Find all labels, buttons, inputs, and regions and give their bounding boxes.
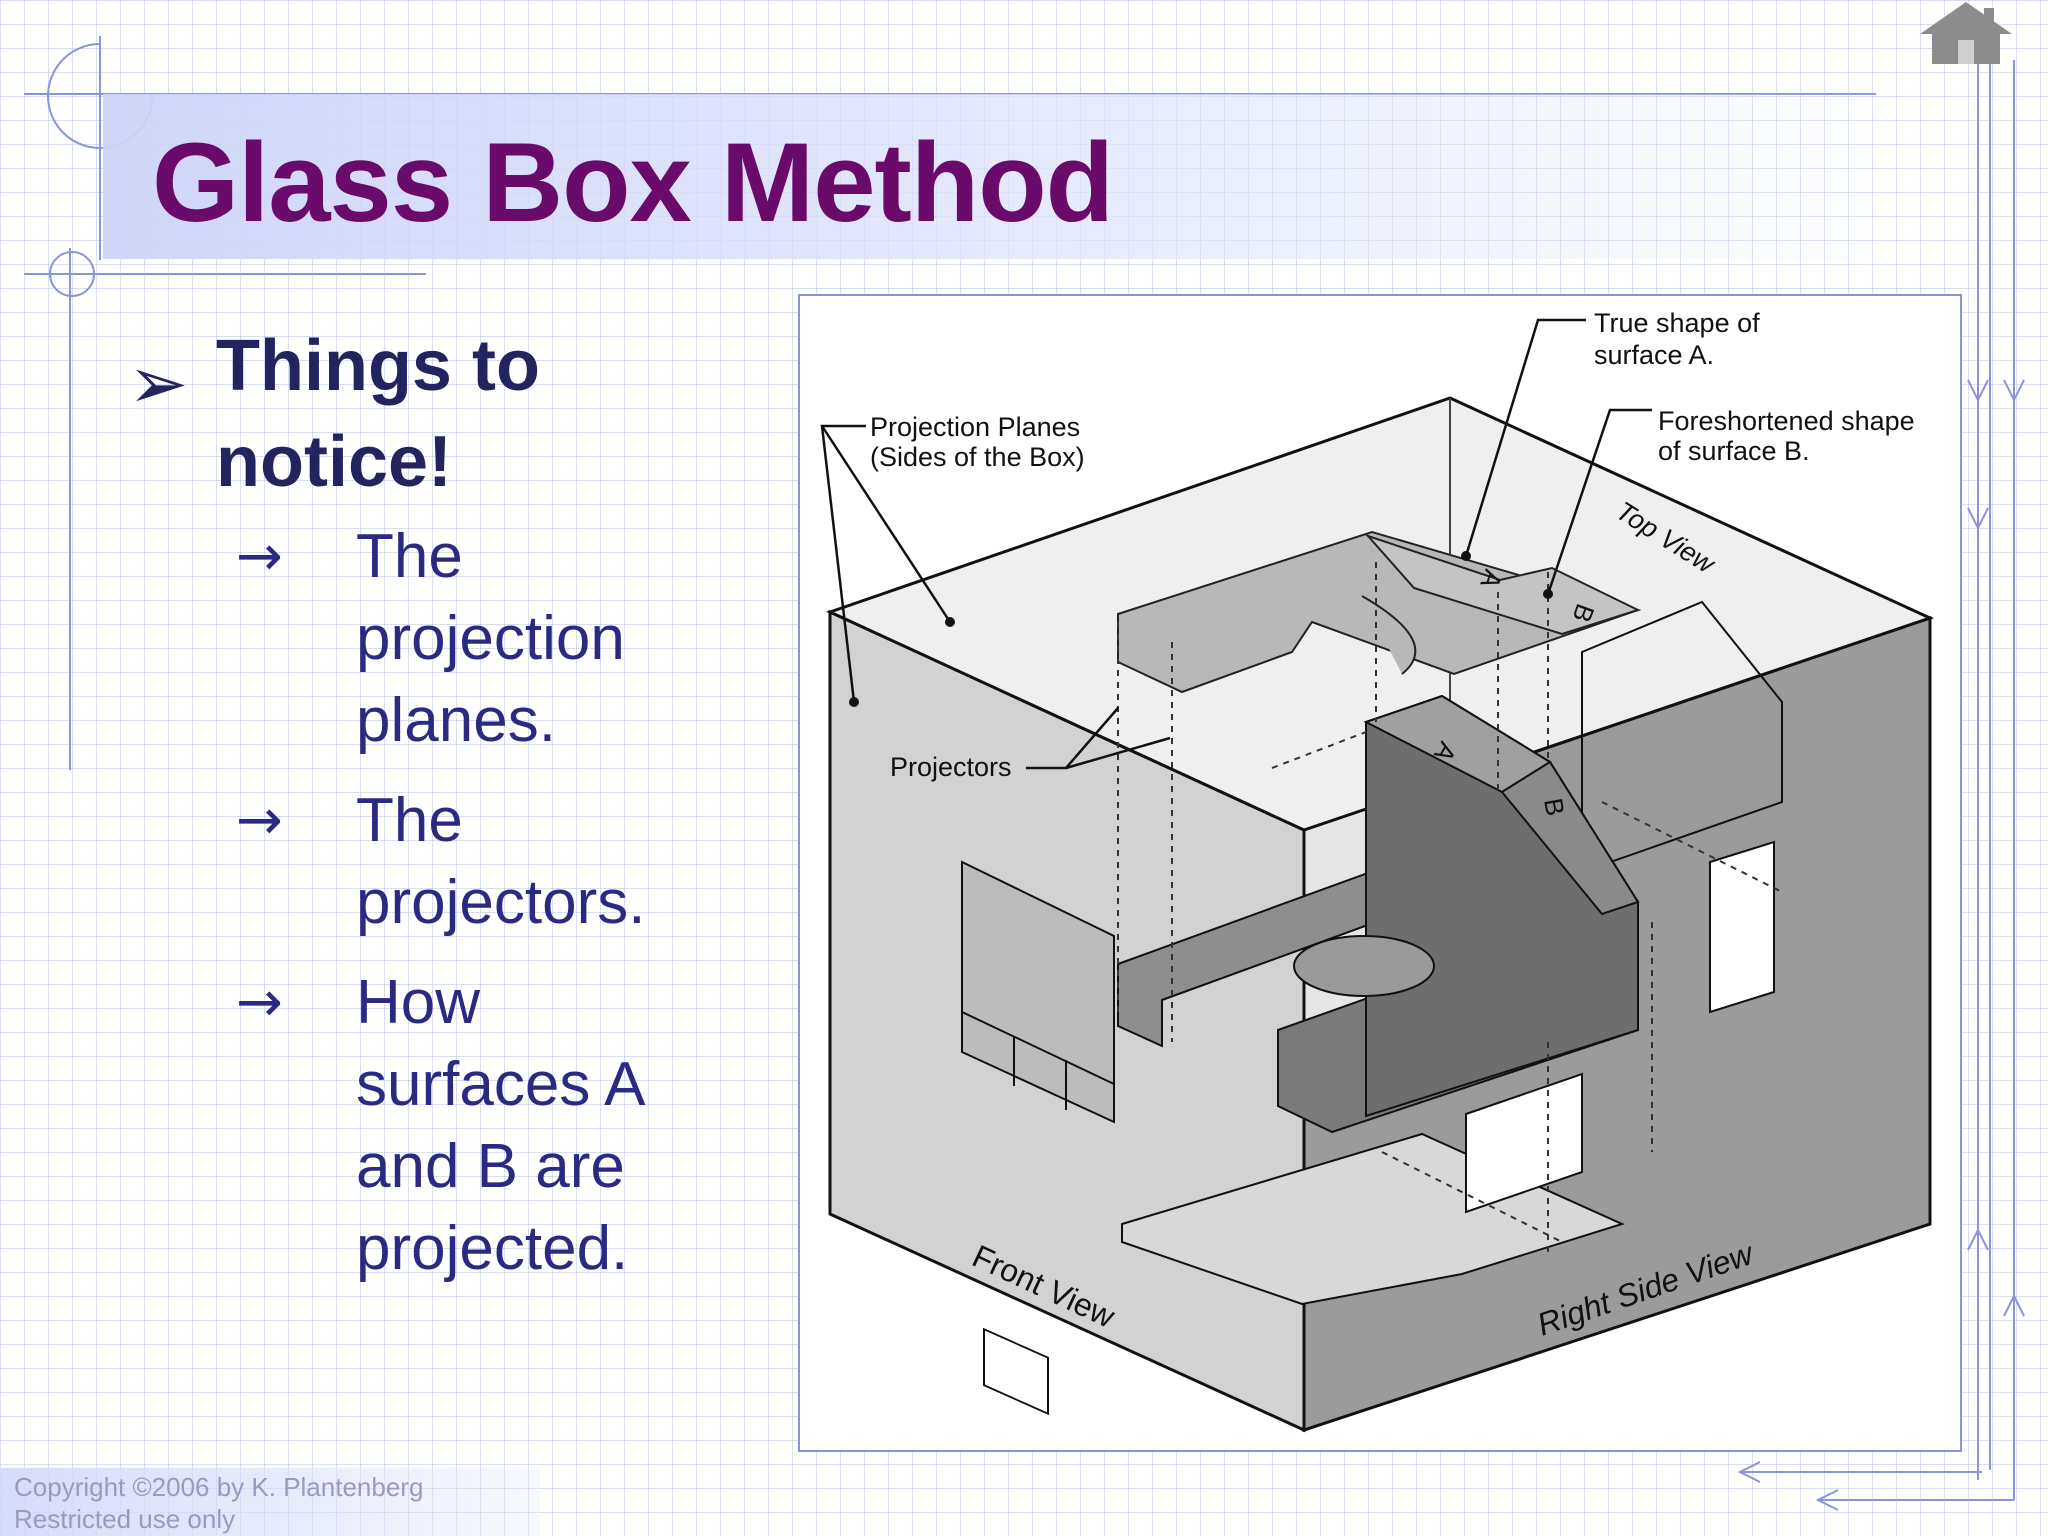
subbullet-text: How surfaces A and B are projected. <box>356 968 643 1283</box>
label-foreshortened-line2: of surface B. <box>1658 436 1810 466</box>
glass-box-figure: True shape of surface A. Foreshortened s… <box>798 294 1962 1452</box>
label-foreshortened-line1: Foreshortened shape <box>1658 406 1915 436</box>
title-band <box>103 94 1878 259</box>
label-true-shape-line1: True shape of <box>1594 308 1760 338</box>
label-planes-line1: Projection Planes <box>870 412 1080 442</box>
subbullet-text: The projection planes. <box>356 522 625 755</box>
slide-title: Glass Box Method <box>152 120 1114 245</box>
arrowhead-bullet-icon: ➢ <box>128 344 189 424</box>
right-arrow-icon: → <box>236 970 283 1035</box>
right-arrow-icon: → <box>236 788 283 853</box>
copyright-footer: Copyright ©2006 by K. Plantenberg Restri… <box>0 1468 540 1536</box>
label-projectors: Projectors <box>890 752 1012 782</box>
label-true-shape-line2: surface A. <box>1594 340 1714 370</box>
label-planes-line2: (Sides of the Box) <box>870 442 1085 472</box>
right-arrow-icon: → <box>236 524 283 589</box>
home-icon[interactable] <box>1916 0 2016 64</box>
bullet-text: Things to notice! <box>216 326 540 502</box>
restricted-text: Restricted use only <box>14 1504 236 1534</box>
copyright-text: Copyright ©2006 by K. Plantenberg <box>14 1472 424 1502</box>
glass-box-illustration: True shape of surface A. Foreshortened s… <box>820 308 1935 1433</box>
subbullet-text: The projectors. <box>356 786 646 937</box>
label-surface-b: B <box>1538 796 1571 818</box>
